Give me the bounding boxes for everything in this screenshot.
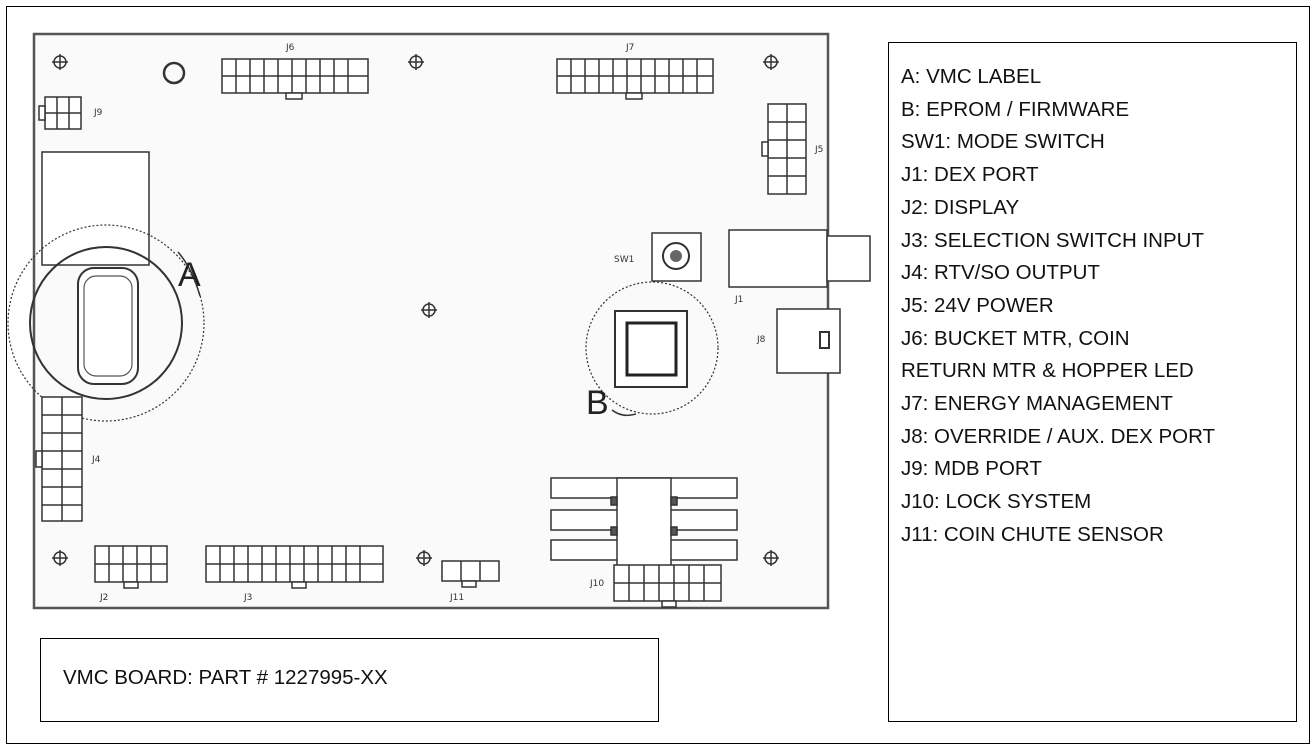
label-j6: J6 (285, 43, 295, 53)
connector-j3 (205, 545, 384, 589)
legend-item: RETURN MTR & HOPPER LED (901, 359, 1194, 383)
connector-j4 (35, 396, 83, 522)
callout-circle-b (585, 281, 719, 415)
connector-j5 (761, 103, 807, 195)
label-j4: J4 (91, 455, 101, 465)
legend-item: J6: BUCKET MTR, COIN (901, 326, 1130, 350)
board-ring-icon (162, 61, 186, 85)
connector-j7 (556, 58, 714, 100)
label-j8: J8 (756, 335, 766, 345)
legend-item: J2: DISPLAY (901, 195, 1020, 219)
mounting-holes (52, 54, 779, 566)
connector-j2 (94, 545, 168, 589)
label-j1: J1 (734, 295, 743, 305)
callout-a: A (178, 256, 201, 294)
mounting-hole-icon (52, 550, 68, 566)
connector-j1 (728, 229, 828, 288)
part-number-label: VMC BOARD: PART # 1227995-XX (63, 666, 388, 689)
outer-frame (6, 6, 1310, 744)
connector-j6 (221, 58, 369, 100)
mounting-hole-icon (52, 54, 68, 70)
label-j10: J10 (589, 579, 604, 589)
legend-item: J3: SELECTION SWITCH INPUT (901, 228, 1204, 252)
mounting-hole-icon (408, 54, 424, 70)
mounting-hole-icon (421, 302, 437, 318)
connector-j8 (776, 308, 841, 374)
connector-j10 (613, 564, 722, 608)
mounting-hole-icon (416, 550, 432, 566)
callout-arrow-b (611, 409, 637, 417)
label-j2: J2 (99, 593, 108, 603)
mounting-hole-icon (763, 550, 779, 566)
legend-item: J10: LOCK SYSTEM (901, 490, 1092, 514)
label-j9: J9 (93, 108, 103, 118)
legend-item: J7: ENERGY MANAGEMENT (901, 392, 1173, 416)
callout-b: B (586, 384, 609, 422)
legend-item: SW1: MODE SWITCH (901, 130, 1105, 154)
connector-j11 (441, 560, 500, 588)
connector-j9 (38, 96, 82, 130)
component-oval (77, 267, 139, 385)
label-j11: J11 (449, 593, 464, 603)
label-area (41, 151, 150, 266)
legend-item: J5: 24V POWER (901, 293, 1054, 317)
legend-item: B: EPROM / FIRMWARE (901, 97, 1130, 121)
legend-item: J1: DEX PORT (901, 163, 1039, 187)
label-j7: J7 (625, 43, 634, 53)
label-sw1: SW1 (614, 255, 634, 265)
component-circle (29, 246, 183, 400)
callout-circle-a (7, 224, 205, 422)
label-j3: J3 (243, 593, 252, 603)
legend-item: J11: COIN CHUTE SENSOR (901, 522, 1164, 546)
power-component (550, 477, 738, 571)
legend-item: J8: OVERRIDE / AUX. DEX PORT (901, 424, 1216, 448)
mounting-hole-icon (763, 54, 779, 70)
component-legend: A: VMC LABEL B: EPROM / FIRMWARE SW1: MO… (888, 42, 1297, 722)
mode-switch-sw1 (651, 232, 702, 282)
legend-item: J9: MDB PORT (901, 457, 1042, 481)
legend-item: A: VMC LABEL (901, 65, 1042, 88)
legend-item: J4: RTV/SO OUTPUT (901, 261, 1100, 285)
part-number-box: VMC BOARD: PART # 1227995-XX (40, 638, 659, 722)
label-j5: J5 (814, 145, 823, 155)
callout-arrow-a (177, 251, 201, 297)
